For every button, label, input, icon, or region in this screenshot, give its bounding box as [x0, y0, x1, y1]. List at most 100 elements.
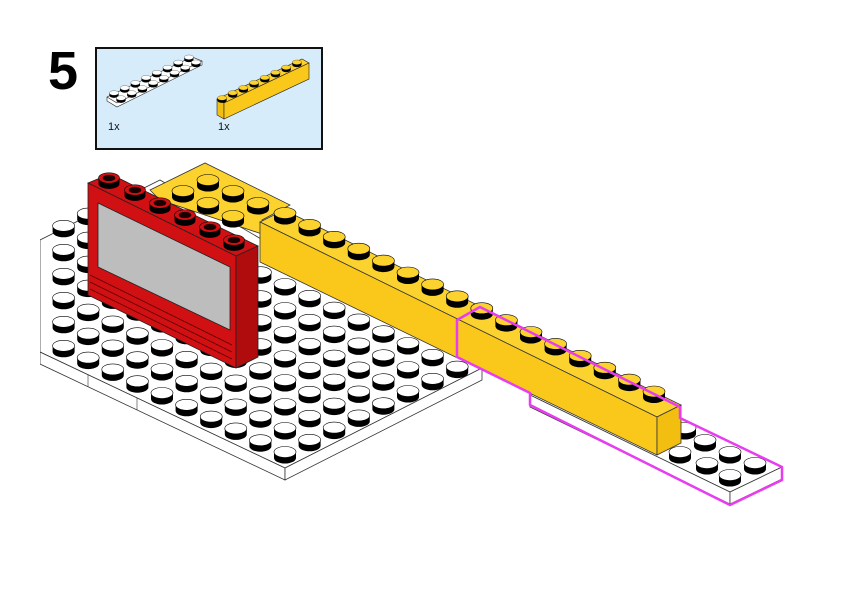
- stud: [76, 327, 100, 346]
- yellow-plate-studs: [171, 174, 270, 228]
- stud: [191, 59, 201, 68]
- stud: [175, 398, 198, 417]
- stud: [396, 337, 420, 355]
- stud: [52, 339, 75, 358]
- stud: [171, 185, 195, 203]
- stud: [298, 433, 321, 452]
- stud: [124, 184, 146, 201]
- stud: [141, 75, 151, 83]
- part-quantity: 1x: [218, 121, 230, 133]
- stud: [273, 278, 297, 296]
- stud: [196, 197, 220, 215]
- stud: [126, 375, 149, 393]
- stud: [718, 446, 742, 464]
- stud: [445, 290, 469, 308]
- stud: [322, 373, 346, 392]
- stud: [249, 80, 259, 88]
- stud: [273, 398, 297, 416]
- stud: [260, 75, 270, 83]
- step-number: 5: [48, 41, 79, 101]
- stud: [52, 244, 75, 262]
- stud: [126, 351, 149, 369]
- stud: [126, 90, 137, 98]
- stud: [126, 327, 149, 345]
- stud: [273, 350, 297, 368]
- stud: [175, 374, 198, 393]
- stud: [52, 291, 75, 310]
- stud: [76, 351, 100, 370]
- stud: [109, 90, 119, 98]
- yellow-brick-studs: [273, 207, 666, 403]
- stud: [173, 59, 183, 68]
- stud: [347, 242, 371, 261]
- stud: [298, 337, 321, 356]
- stud: [52, 220, 75, 238]
- stud: [249, 410, 272, 428]
- stud: [273, 422, 297, 440]
- stud: [322, 349, 346, 368]
- stud: [224, 398, 248, 416]
- stud: [150, 387, 174, 405]
- red-window-wall: [87, 172, 259, 369]
- stud: [273, 446, 297, 464]
- stud: [249, 434, 272, 452]
- stud: [347, 361, 371, 379]
- stud: [618, 373, 641, 392]
- stud: [199, 362, 223, 381]
- stud: [246, 197, 270, 215]
- stud: [224, 422, 248, 440]
- stud: [249, 362, 272, 380]
- stud: [642, 385, 666, 403]
- stud: [322, 301, 346, 320]
- stud: [180, 64, 190, 73]
- stud: [372, 349, 395, 367]
- stud: [98, 172, 120, 189]
- stud: [199, 221, 221, 238]
- stud: [221, 210, 245, 228]
- stud: [298, 409, 321, 428]
- stud: [693, 434, 717, 452]
- stud: [221, 185, 245, 203]
- stud: [199, 386, 223, 405]
- stud: [347, 313, 371, 331]
- stud: [421, 372, 444, 391]
- window-glass: [97, 202, 231, 331]
- stud: [396, 266, 420, 284]
- stud: [593, 361, 617, 380]
- parts-icons: [106, 54, 310, 120]
- stud: [101, 315, 125, 333]
- stud: [695, 457, 719, 475]
- stud: [130, 80, 141, 88]
- stud: [743, 457, 767, 475]
- stud: [148, 80, 158, 88]
- stud: [718, 469, 742, 487]
- new-parts-highlight: [455, 305, 784, 507]
- stud: [199, 410, 223, 429]
- stud: [52, 267, 75, 286]
- stud: [347, 409, 371, 427]
- stud: [372, 373, 395, 391]
- stud: [116, 95, 126, 103]
- stud: [322, 421, 346, 440]
- stud: [270, 70, 281, 78]
- stud: [174, 209, 196, 226]
- stud: [273, 207, 297, 225]
- stud: [273, 374, 297, 392]
- stud: [137, 85, 148, 93]
- stud: [159, 75, 169, 83]
- stud: [149, 197, 171, 214]
- stud: [273, 326, 297, 344]
- stud: [322, 231, 346, 249]
- stud: [292, 59, 302, 68]
- stud: [298, 385, 321, 404]
- stud: [445, 360, 469, 379]
- part-quantity: 1x: [108, 121, 120, 133]
- stud: [152, 70, 162, 78]
- stud: [421, 348, 444, 367]
- stud: [150, 339, 174, 357]
- stud: [372, 397, 395, 415]
- stud: [224, 374, 248, 392]
- stud: [281, 64, 291, 73]
- stud: [298, 313, 321, 332]
